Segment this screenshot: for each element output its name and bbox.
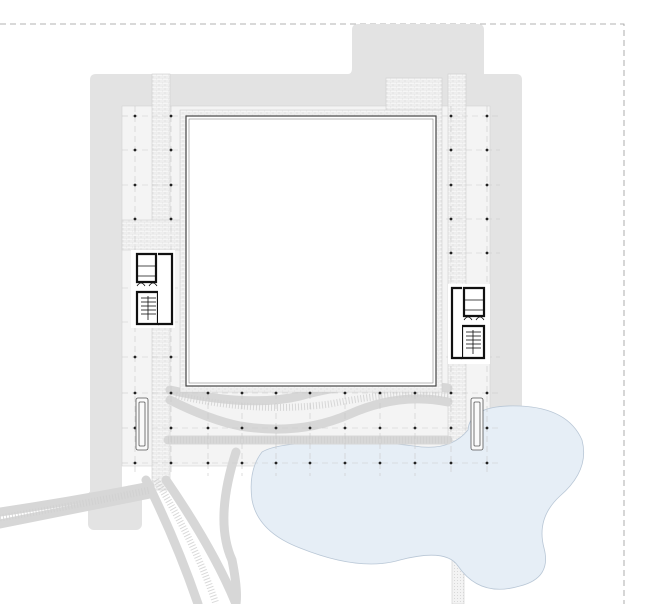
structural-column (206, 461, 210, 465)
structural-column (240, 461, 244, 465)
structural-column (343, 426, 347, 430)
structural-column (449, 461, 453, 465)
structural-column (169, 114, 173, 118)
structural-column (343, 391, 347, 395)
stair-core-east (448, 284, 490, 364)
structural-column (485, 461, 489, 465)
stair-core-west (131, 250, 175, 328)
structural-column (133, 148, 137, 152)
structural-column (308, 461, 312, 465)
structural-column (449, 148, 453, 152)
structural-column (240, 391, 244, 395)
structural-column (169, 148, 173, 152)
structural-column (485, 183, 489, 187)
structural-column (378, 391, 382, 395)
pond (250, 405, 585, 590)
central-courtyard (179, 109, 443, 393)
structural-column (413, 461, 417, 465)
structural-column (240, 426, 244, 430)
structural-column (413, 391, 417, 395)
structural-column (169, 426, 173, 430)
structural-column (308, 426, 312, 430)
footpaths (0, 379, 453, 604)
structural-column (169, 391, 173, 395)
structural-column (485, 251, 489, 255)
structural-column (206, 391, 210, 395)
structural-column (378, 426, 382, 430)
structural-column (169, 461, 173, 465)
structural-column (449, 426, 453, 430)
structural-column (274, 461, 278, 465)
structural-column (485, 217, 489, 221)
structural-column (485, 148, 489, 152)
structural-column (449, 114, 453, 118)
structural-column (449, 217, 453, 221)
structural-column (308, 391, 312, 395)
structural-column (485, 391, 489, 395)
structural-column (133, 391, 137, 395)
structural-column (378, 461, 382, 465)
structural-column (169, 183, 173, 187)
structural-column (449, 251, 453, 255)
structural-column (169, 217, 173, 221)
structural-column (169, 355, 173, 359)
site-boundary (0, 23, 625, 604)
structural-column (449, 183, 453, 187)
structural-column (274, 426, 278, 430)
structural-column (133, 114, 137, 118)
structural-column (343, 461, 347, 465)
benches (135, 397, 484, 451)
structural-column (133, 461, 137, 465)
structural-column (133, 355, 137, 359)
structural-column (413, 426, 417, 430)
structural-column (449, 391, 453, 395)
structural-column (485, 114, 489, 118)
structural-column (485, 426, 489, 430)
structural-column (274, 391, 278, 395)
structural-column (133, 183, 137, 187)
structural-column (206, 426, 210, 430)
structural-column (133, 217, 137, 221)
